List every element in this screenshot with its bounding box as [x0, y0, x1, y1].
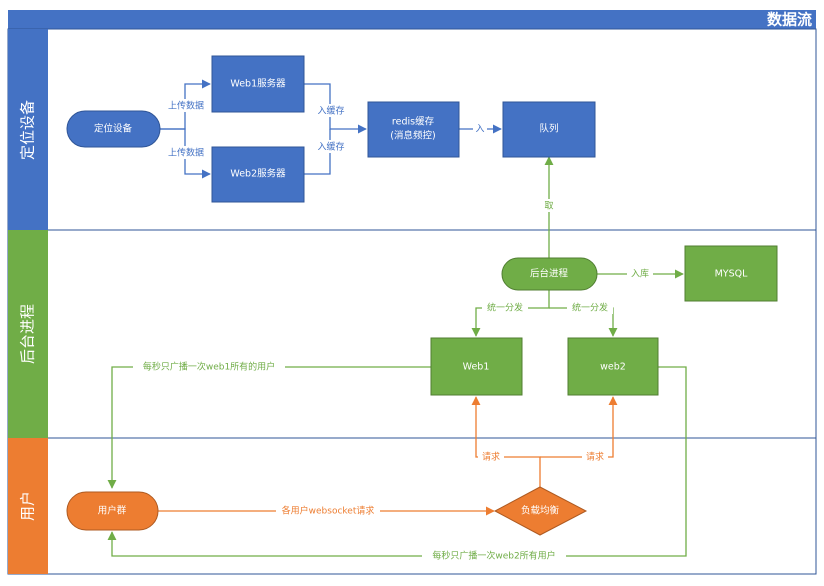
node-web2-server [211, 146, 305, 203]
node-web1-server-label: Web1服务器 [230, 78, 286, 90]
lane-user-label: 用户 [19, 491, 37, 521]
lane-backend-label: 后台进程 [19, 304, 37, 364]
edge-label-ws: 各用户websocket请求 [282, 505, 375, 517]
node-redis-label-line2: (消息频控) [390, 130, 435, 142]
edge-label-bg [482, 301, 528, 314]
edge-label-bcast2: 每秒只广播一次web2所有用户 [432, 550, 555, 562]
edge-label-dist2: 统一分发 [572, 302, 608, 314]
node-load-balancer-label: 负载均衡 [521, 505, 560, 517]
edge-label-bg [473, 122, 487, 135]
node-mysql [684, 245, 778, 302]
lane-device-label: 定位设备 [19, 100, 37, 160]
diagram-title: 数据流 [767, 11, 812, 29]
node-redis-label-line1: redis缓存 [392, 116, 435, 128]
edge-lb-to-web1 [471, 396, 541, 487]
edge-label-upload2: 上传数据 [168, 147, 204, 159]
node-queue [502, 101, 596, 158]
node-web2-server-label: Web2服务器 [230, 168, 286, 180]
edge-lb-to-web2 [540, 396, 618, 458]
edge-label-enqueue: 入 [475, 124, 484, 135]
edge-label-bg [542, 199, 556, 212]
node-load-balancer [493, 486, 588, 536]
edge-label-store: 入库 [631, 268, 649, 280]
node-web2 [567, 337, 659, 396]
edge-label-bg [163, 99, 209, 112]
edge-label-cache2: 入缓存 [317, 141, 344, 153]
edge-label-dist1: 统一分发 [487, 302, 523, 314]
node-web2-label: web2 [600, 362, 626, 373]
edge-label-upload1: 上传数据 [168, 100, 204, 112]
edge-label-take: 取 [544, 201, 553, 212]
edge-label-bg [567, 301, 613, 314]
node-backend-label: 后台进程 [530, 268, 569, 280]
node-web1 [430, 337, 523, 396]
edge-label-bg [163, 146, 209, 159]
edge-label-bg [314, 140, 348, 153]
edge-label-cache1: 入缓存 [317, 105, 344, 117]
node-locator [66, 110, 161, 148]
lane-device-header [8, 29, 48, 230]
edge-label-bg [582, 450, 608, 463]
node-redis [367, 101, 460, 158]
lane-backend-frame [7, 229, 817, 439]
edge-web1-broadcast [107, 366, 431, 489]
edge-label-bg [478, 450, 504, 463]
lane-user-header [8, 438, 48, 574]
edge-web2-broadcast [107, 366, 687, 557]
edge-label-bg [422, 549, 566, 562]
title-bar [8, 10, 816, 29]
node-web1-server [211, 55, 305, 113]
node-web1-label: Web1 [463, 362, 490, 373]
node-queue-label: 队列 [539, 123, 558, 135]
edge-label-bg [276, 504, 380, 517]
edge-label-bg [314, 104, 348, 117]
node-locator-label: 定位设备 [94, 123, 133, 135]
edge-label-bg [627, 267, 653, 280]
node-mysql-label: MYSQL [715, 269, 749, 280]
node-backend [501, 257, 598, 291]
edge-label-req2: 请求 [586, 451, 604, 463]
node-users [66, 491, 159, 531]
edge-label-bg [133, 360, 285, 373]
lane-backend-header [8, 230, 48, 438]
node-users-label: 用户群 [98, 505, 127, 517]
edge-label-req1: 请求 [482, 451, 500, 463]
edge-label-bcast1: 每秒只广播一次web1所有的用户 [143, 361, 275, 373]
